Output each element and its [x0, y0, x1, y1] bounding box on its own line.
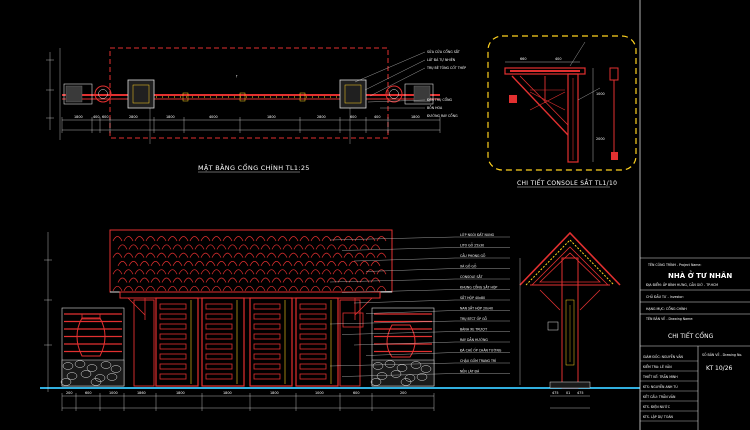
section-dim-1: 475 [552, 391, 558, 395]
sliding-gate-panels [133, 297, 361, 387]
console-dim-4: 2000 [596, 137, 605, 141]
elev-label-6: KHUNG CỔNG SẮT HỘP [460, 285, 497, 290]
console-detail: 660 400 1000 2000 CHI TIẾT CONSOLE SẮT T… [487, 35, 637, 188]
tb-drawing-name: CHI TIẾT CỔNG [668, 332, 714, 340]
plan-label-1: SỬA CỬA CỔNG SẮT [427, 49, 460, 54]
plan-dim-7: 1800 [267, 115, 276, 119]
elev-label-14: NỀN LÁT ĐÁ [460, 369, 480, 374]
plan-dim-6: 4000 [209, 115, 218, 119]
plan-label-3: TRỤ BÊ TÔNG CỐT THÉP [426, 65, 466, 70]
elev-dim-6: 1800 [223, 391, 232, 395]
plan-title: MẶT BẰNG CỔNG CHÍNH TL1:25 [198, 162, 310, 172]
plan-dim-4: 2800 [129, 115, 138, 119]
elev-label-7: SẮT HỘP 40x80 [460, 295, 485, 300]
tb-owner: CHỦ ĐẦU TƯ - Investor: [646, 294, 684, 299]
section-dim-2: 01 [566, 391, 570, 395]
gate-leaf [249, 297, 293, 387]
elev-label-3: CẦU PHONG GỖ [460, 253, 486, 258]
tb-row-4: KTS: NGUYỄN ANH TÚ [643, 384, 678, 389]
gate-leaf [295, 297, 339, 387]
tb-project-label: TÊN CÔNG TRÌNH - Project Name: [647, 262, 701, 267]
tb-signature-rows: GIÁM ĐỐC: NGUYỄN VĂN KIỂM TRA: LÊ VĂN THIẾ… [640, 354, 698, 422]
elev-label-4: XÀ GỒ GỖ [460, 264, 477, 269]
plan-dim-11: 1800 [411, 115, 420, 119]
elev-label-9: TRỤ BTCT ỐP GỖ [459, 316, 488, 321]
elev-dim-2: 600 [85, 391, 91, 395]
plan-dim-5: 1800 [166, 115, 175, 119]
elev-dim-9: 600 [353, 391, 359, 395]
plan-annotation-labels: SỬA CỬA CỔNG SẮT LÁT ĐÁ TỰ NHIÊN TRỤ BÊ TÔ… [426, 49, 466, 118]
elev-label-12: ĐÁ CHẺ ỐP CHÂN TƯỜNG [460, 348, 502, 353]
elev-label-11: RAY DẪN HƯỚNG [460, 337, 488, 342]
elev-dim-3: 1000 [109, 391, 118, 395]
console-dim-1: 660 [520, 57, 526, 61]
tb-row-3: THIẾT KẾ: TRẦN MINH [642, 373, 678, 379]
gate-leaf [155, 297, 199, 387]
elevation-dimension-row: 200 600 1000 1860 1800 1800 1800 1000 600 200 [61, 391, 435, 411]
tb-category: HẠNG MỤC: CỔNG CHÍNH [646, 306, 687, 311]
plan-dim-10: 400 [374, 115, 380, 119]
elev-dim-1: 200 [66, 391, 72, 395]
title-block: TÊN CÔNG TRÌNH - Project Name: NHÀ Ở TƯ … [639, 0, 750, 430]
plan-label-2: LÁT ĐÁ TỰ NHIÊN [427, 57, 456, 62]
console-title: CHI TIẾT CONSOLE SẮT TL1/10 [517, 179, 617, 187]
plan-dim-9: 600 [350, 115, 356, 119]
svg-text:↗: ↗ [234, 74, 239, 79]
elev-label-5: CONSOLE SẮT [460, 274, 483, 279]
elev-label-2: LITO GỖ 25x30 [460, 243, 484, 248]
left-side-wall [60, 307, 125, 387]
plan-dim-8: 2800 [317, 115, 326, 119]
plan-label-5: BỒN HOA [427, 105, 443, 110]
gate-leaf [201, 297, 245, 387]
tb-address: ĐỊA ĐIỂM: ẤP BÌNH HƯNG, CẦN GIỜ - TP.HCM [646, 282, 718, 287]
tile-roof [109, 229, 393, 293]
elev-dim-7: 1800 [270, 391, 279, 395]
tb-row-7: KTS. LẬP DỰ TOÁN [643, 414, 674, 419]
elev-dim-8: 1000 [315, 391, 324, 395]
elev-dim-5: 1800 [176, 391, 185, 395]
plan-label-4: ĐÈN TRỤ CỔNG [427, 97, 453, 102]
gate-elevation-view: 200 600 1000 1860 1800 1800 1800 1000 600 200 LỚP… [40, 229, 640, 411]
plan-dim-1: 1800 [74, 115, 83, 119]
plan-dim-2: 400 [93, 115, 99, 119]
elev-label-1: LỚP NGÓI ĐẤT NUNG [460, 232, 495, 237]
tb-row-5: KẾT CẤU: TRẦN VĂN [643, 393, 676, 399]
section-dim-3: 475 [577, 391, 583, 395]
plan-label-6: ĐƯỜNG RAY CỔNG [427, 113, 458, 118]
tb-sheet-no: KT 10/26 [706, 365, 733, 372]
elev-label-10: BÁNH XE TRƯỢT [460, 327, 487, 332]
tb-project-name: NHÀ Ở TƯ NHÂN [668, 270, 732, 280]
elev-label-13: CHẬU GỐM TRANG TRÍ [460, 358, 496, 363]
tb-row-2: KIỂM TRA: LÊ VĂN [643, 364, 672, 369]
elev-dim-4: 1860 [137, 391, 146, 395]
tb-row-1: GIÁM ĐỐC: NGUYỄN VĂN [643, 354, 684, 359]
gate-side-section: 475 01 475 [519, 231, 621, 409]
tb-row-6: KTS. ĐIỆN NƯỚC [643, 404, 671, 409]
console-dim-3: 1000 [596, 92, 605, 96]
console-dim-2: 400 [555, 57, 561, 61]
tb-sheet-label: SỐ BẢN VẼ - Drawing No. [702, 352, 742, 357]
elev-label-8: NAN SẮT HỘP 20x40 [460, 306, 493, 311]
tb-drawing-label: TÊN BẢN VẼ - Drawing Name: [645, 316, 693, 321]
elev-dim-10: 200 [400, 391, 406, 395]
plan-dim-3: 600 [102, 115, 108, 119]
